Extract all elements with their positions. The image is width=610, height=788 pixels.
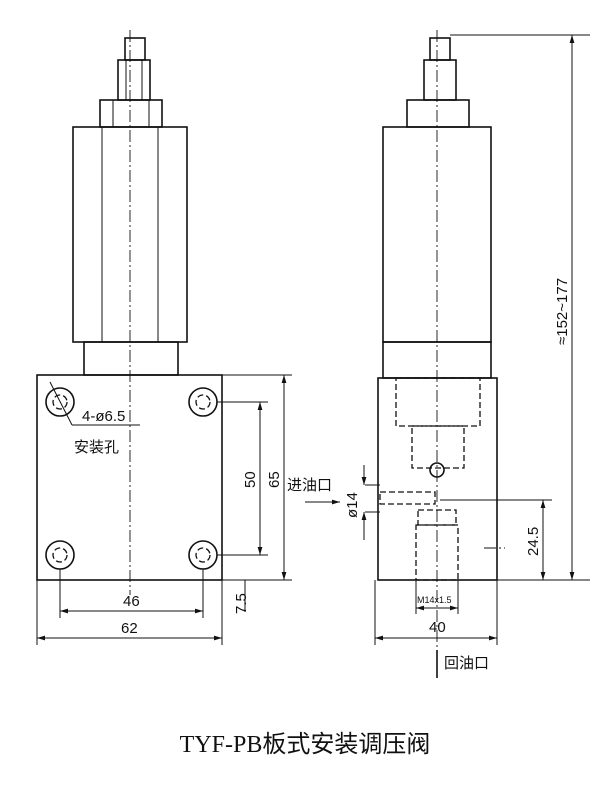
side-mounting-block bbox=[377, 377, 498, 581]
hole-spec-label: 4-ø6.5 bbox=[82, 408, 125, 425]
drawing-title: TYF-PB板式安装调压阀 bbox=[180, 731, 431, 758]
side-view: M14x1.5 ø14 进油口 24.5 ≈152~177 40 回油口 bbox=[287, 30, 590, 678]
front-view: 4-ø6.5 安装孔 50 65 7.5 46 62 bbox=[36, 30, 292, 645]
inlet-diameter: ø14 bbox=[344, 492, 361, 518]
dim-62: 62 bbox=[121, 620, 138, 637]
lock-nut bbox=[99, 99, 163, 128]
valve-neck bbox=[83, 341, 179, 376]
adjust-stem bbox=[117, 59, 151, 101]
dim-24-5: 24.5 bbox=[525, 527, 542, 556]
inlet-port-label: 进油口 bbox=[287, 477, 332, 494]
thread-label: M14x1.5 bbox=[417, 595, 452, 605]
mounting-holes bbox=[45, 387, 218, 570]
dim-46: 46 bbox=[123, 593, 140, 610]
dim-7-5: 7.5 bbox=[233, 593, 250, 614]
mounting-block bbox=[36, 374, 223, 581]
dim-total-height: ≈152~177 bbox=[554, 278, 571, 345]
mounting-hole-note: 安装孔 bbox=[74, 439, 119, 456]
dim-50: 50 bbox=[242, 471, 259, 488]
dim-40: 40 bbox=[429, 619, 446, 636]
dim-65: 65 bbox=[266, 471, 283, 488]
return-port-label: 回油口 bbox=[444, 655, 489, 672]
adjust-screw-top bbox=[124, 37, 146, 61]
